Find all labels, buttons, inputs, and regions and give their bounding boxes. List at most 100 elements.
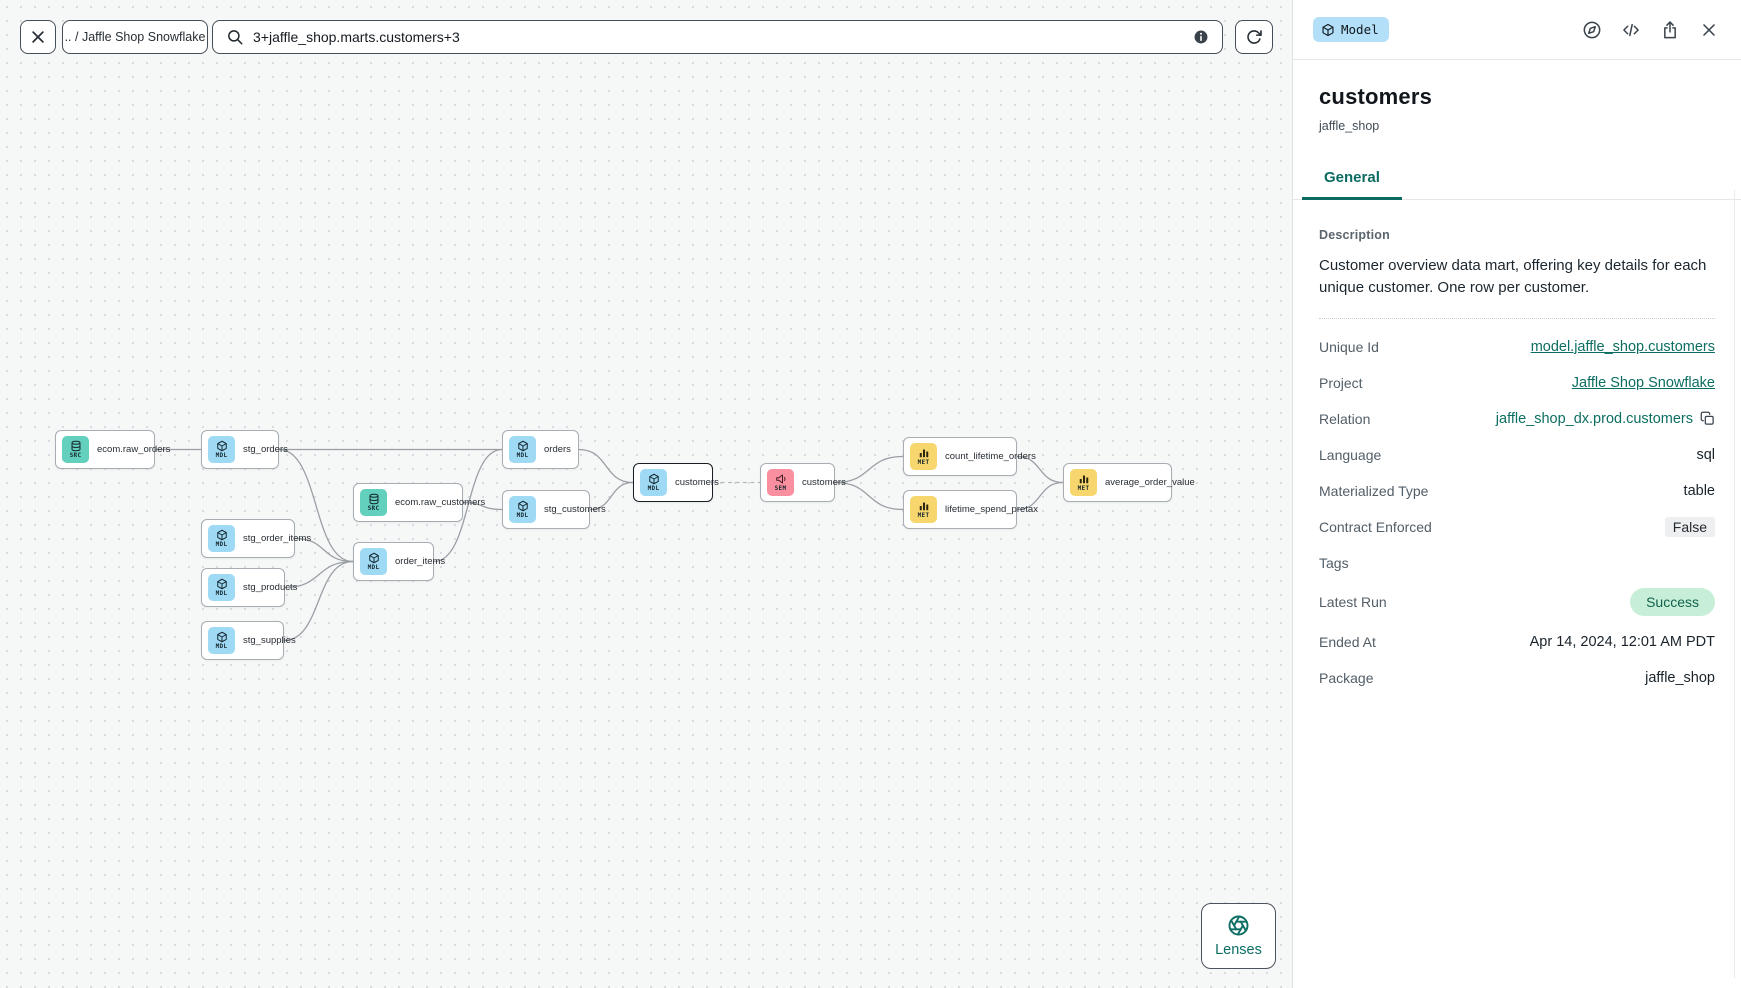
source-icon: SRC [360,489,387,516]
node-kind-tag: SRC [69,452,82,459]
lenses-label: Lenses [1215,942,1262,958]
graph-node-stg_orders[interactable]: MDL stg_orders [201,430,288,469]
breadcrumb[interactable]: .. / Jaffle Shop Snowflake [62,20,208,54]
node-label: ecom.raw_customers [395,496,486,508]
graph-node-stg_customers[interactable]: MDL stg_customers [502,490,606,529]
refresh-button[interactable] [1235,20,1273,54]
graph-node-ecom.raw_customers[interactable]: SRC ecom.raw_customers [353,483,485,522]
contract-enforced-badge: False [1664,516,1715,537]
detail-row-tags: Tags [1319,552,1715,573]
search-input[interactable] [253,29,1183,45]
detail-label: Tags [1319,554,1349,571]
detail-label: Package [1319,669,1374,686]
description-text: Customer overview data mart, offering ke… [1319,257,1707,296]
lineage-search [212,20,1223,54]
graph-node-lifetime_spend_pretax[interactable]: MET lifetime_spend_pretax [903,490,1038,529]
edge-customers_sem-to-lifetime_spend_pretax [834,481,904,511]
materialized-type-value: table [1683,482,1715,499]
breadcrumb-label: .. / Jaffle Shop Snowflake [64,30,206,44]
node-kind-tag: MET [917,459,930,466]
node-kind-tag: SEM [774,485,787,492]
graph-node-customers_sem[interactable]: SEM customers [760,463,846,502]
graph-node-orders[interactable]: MDL orders [502,430,579,469]
model-icon: MDL [208,525,235,552]
unique-id-link[interactable]: model.jaffle_shop.customers [1530,338,1715,355]
graph-node-stg_supplies[interactable]: MDL stg_supplies [201,621,296,660]
graph-node-order_items[interactable]: MDL order_items [353,542,445,581]
explore-compass-icon[interactable] [1582,20,1602,40]
project-link[interactable]: Jaffle Shop Snowflake [1571,374,1715,391]
language-value: sql [1696,446,1715,463]
edge-customers_sem-to-count_lifetime_orders [834,455,904,484]
graph-node-ecom.raw_orders[interactable]: SRC ecom.raw_orders [55,430,170,469]
model-icon: MDL [640,469,667,496]
node-label: stg_orders [243,443,288,455]
panel-close-icon[interactable] [1699,20,1719,40]
status-badge: Success [1630,588,1715,616]
close-icon [32,31,44,43]
node-label: lifetime_spend_pretax [945,503,1038,515]
edge-count_lifetime_orders-to-average_order_value [1016,455,1064,484]
node-kind-tag: MDL [516,452,529,459]
node-kind-tag: MDL [215,541,228,548]
model-icon: MDL [208,436,235,463]
code-icon[interactable] [1621,20,1641,40]
edge-stg_supplies-to-order_items [283,560,354,642]
edge-orders-to-customers [578,448,634,484]
metric-icon: MET [910,496,937,523]
refresh-icon [1247,30,1262,44]
share-icon[interactable] [1660,20,1680,40]
panel-content: Description Customer overview data mart,… [1293,200,1741,688]
node-kind-tag: SRC [367,505,380,512]
description-label: Description [1319,228,1390,242]
node-label: orders [544,443,571,455]
source-icon: SRC [62,436,89,463]
node-label: ecom.raw_orders [97,443,171,455]
search-icon [228,30,243,45]
panel-scrollbar[interactable] [1734,190,1735,978]
model-icon: MDL [509,496,536,523]
node-kind-tag: MDL [215,643,228,650]
semantic-model-icon: SEM [767,469,794,496]
copy-icon[interactable] [1700,411,1715,426]
close-lineage-button[interactable] [20,20,56,54]
aperture-icon [1228,915,1249,936]
panel-tabs: General [1293,160,1741,200]
node-kind-tag: MET [1077,485,1090,492]
edge-stg_products-to-order_items [284,560,354,589]
node-label: customers [802,476,846,488]
node-kind-tag: MDL [647,485,660,492]
node-kind-tag: MDL [516,512,529,519]
detail-label: Ended At [1319,633,1376,650]
detail-label: Unique Id [1319,338,1379,355]
tab-general[interactable]: General [1302,160,1402,200]
model-icon: MDL [509,436,536,463]
panel-title-block: customers jaffle_shop [1293,60,1741,133]
model-icon: MDL [360,548,387,575]
detail-label: Language [1319,446,1382,463]
lenses-button[interactable]: Lenses [1201,903,1276,969]
node-label: stg_customers [544,503,606,515]
node-label: stg_products [243,581,298,593]
panel-header: Model [1293,0,1741,60]
edge-stg_orders-to-order_items [278,448,354,563]
resource-type-badge: Model [1313,17,1389,42]
node-label: stg_supplies [243,634,296,646]
metric-icon: MET [1070,469,1097,496]
node-label: order_items [395,555,446,567]
edge-layer [155,448,1064,642]
relation-text: jaffle_shop_dx.prod.customers [1495,410,1693,427]
resource-type-label: Model [1341,22,1379,37]
info-icon[interactable] [1192,28,1210,46]
